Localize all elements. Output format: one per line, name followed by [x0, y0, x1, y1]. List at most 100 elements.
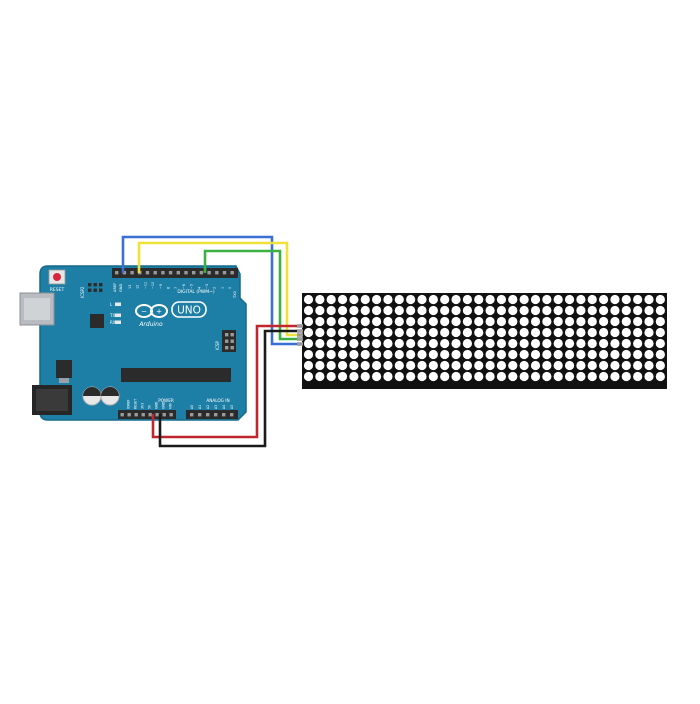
icsp2-label: ICSP2 [80, 286, 85, 298]
matrix-led [599, 294, 609, 305]
rx-led-label: RX [110, 320, 116, 325]
voltage-regulator [56, 360, 72, 378]
matrix-led [360, 371, 370, 382]
matrix-led [564, 360, 575, 371]
matrix-connector-pin [297, 342, 303, 346]
matrix-led [576, 305, 586, 316]
matrix-led [599, 360, 609, 371]
matrix-led [440, 316, 450, 327]
matrix-led [587, 349, 597, 360]
matrix-led [417, 371, 427, 382]
matrix-led [462, 305, 472, 316]
matrix-led [394, 360, 404, 371]
wires [121, 235, 301, 448]
matrix-led [496, 360, 507, 371]
matrix-led [508, 316, 518, 327]
matrix-led [655, 294, 665, 305]
matrix-led [644, 338, 654, 349]
matrix-led [599, 371, 609, 382]
logo-minus: − [141, 308, 147, 316]
analog-pin-socket [190, 413, 194, 417]
matrix-led [337, 371, 348, 382]
logo-plus: + [156, 308, 162, 316]
matrix-led [474, 360, 484, 371]
power-pin-socket [155, 413, 159, 417]
wire-green [203, 249, 301, 341]
matrix-led [564, 338, 575, 349]
matrix-led [508, 349, 518, 360]
matrix-led [485, 349, 495, 360]
icsp-pin [230, 339, 234, 343]
matrix-led [349, 327, 359, 338]
matrix-led [587, 360, 597, 371]
matrix-led [406, 371, 416, 382]
matrix-led [474, 316, 484, 327]
matrix-led [315, 327, 325, 338]
matrix-led [440, 294, 450, 305]
matrix-led [360, 316, 370, 327]
matrix-led [315, 338, 325, 349]
matrix-led [315, 360, 325, 371]
power-pin-socket [120, 413, 124, 417]
matrix-led [474, 305, 484, 316]
uno-badge [171, 301, 207, 318]
matrix-led [553, 371, 563, 382]
matrix-led [599, 305, 609, 316]
matrix-led [576, 338, 586, 349]
analog-pin-socket [222, 413, 226, 417]
digital-header [112, 268, 238, 278]
matrix-led [337, 327, 348, 338]
matrix-led [587, 338, 597, 349]
matrix-led [610, 305, 620, 316]
matrix-led [372, 316, 382, 327]
matrix-led [349, 360, 359, 371]
matrix-led [383, 327, 393, 338]
matrix-led [417, 305, 427, 316]
matrix-led [315, 371, 325, 382]
matrix-led [496, 294, 507, 305]
matrix-led [610, 294, 620, 305]
matrix-led [644, 360, 654, 371]
analog-pin-label: A2 [206, 405, 210, 409]
atmega-chip [121, 368, 231, 382]
matrix-led [644, 305, 654, 316]
matrix-led [530, 316, 541, 327]
matrix-led [599, 338, 609, 349]
matrix-led [349, 349, 359, 360]
matrix-led [553, 360, 563, 371]
matrix-connector-pin [297, 333, 303, 337]
matrix-led [326, 294, 336, 305]
matrix-led [564, 294, 575, 305]
matrix-led [644, 294, 654, 305]
matrix-led [621, 294, 631, 305]
matrix-led [462, 316, 472, 327]
matrix-led [462, 327, 472, 338]
matrix-led [519, 294, 529, 305]
matrix-led [303, 349, 314, 360]
matrix-led [360, 294, 370, 305]
matrix-connector-pin [297, 337, 303, 341]
matrix-led [519, 327, 529, 338]
matrix-led [553, 294, 563, 305]
usb-chip [90, 314, 104, 328]
power-pin-label: IOREF [127, 399, 131, 409]
matrix-led [542, 305, 552, 316]
matrix-led [383, 338, 393, 349]
matrix-led [542, 360, 552, 371]
matrix-led [440, 338, 450, 349]
reset-button-cap[interactable] [53, 273, 61, 281]
matrix-led [383, 316, 393, 327]
matrix-led [372, 327, 382, 338]
matrix-led [610, 360, 620, 371]
matrix-led [474, 371, 484, 382]
matrix-led [655, 305, 665, 316]
matrix-led [383, 294, 393, 305]
matrix-led [610, 338, 620, 349]
digital-pin-label: 8 [167, 287, 171, 289]
matrix-input-connector [297, 324, 303, 346]
matrix-led [326, 327, 336, 338]
digital-pin-label: 4 [197, 287, 201, 289]
matrix-led [474, 338, 484, 349]
digital-pin-label: ~6 [182, 284, 186, 289]
